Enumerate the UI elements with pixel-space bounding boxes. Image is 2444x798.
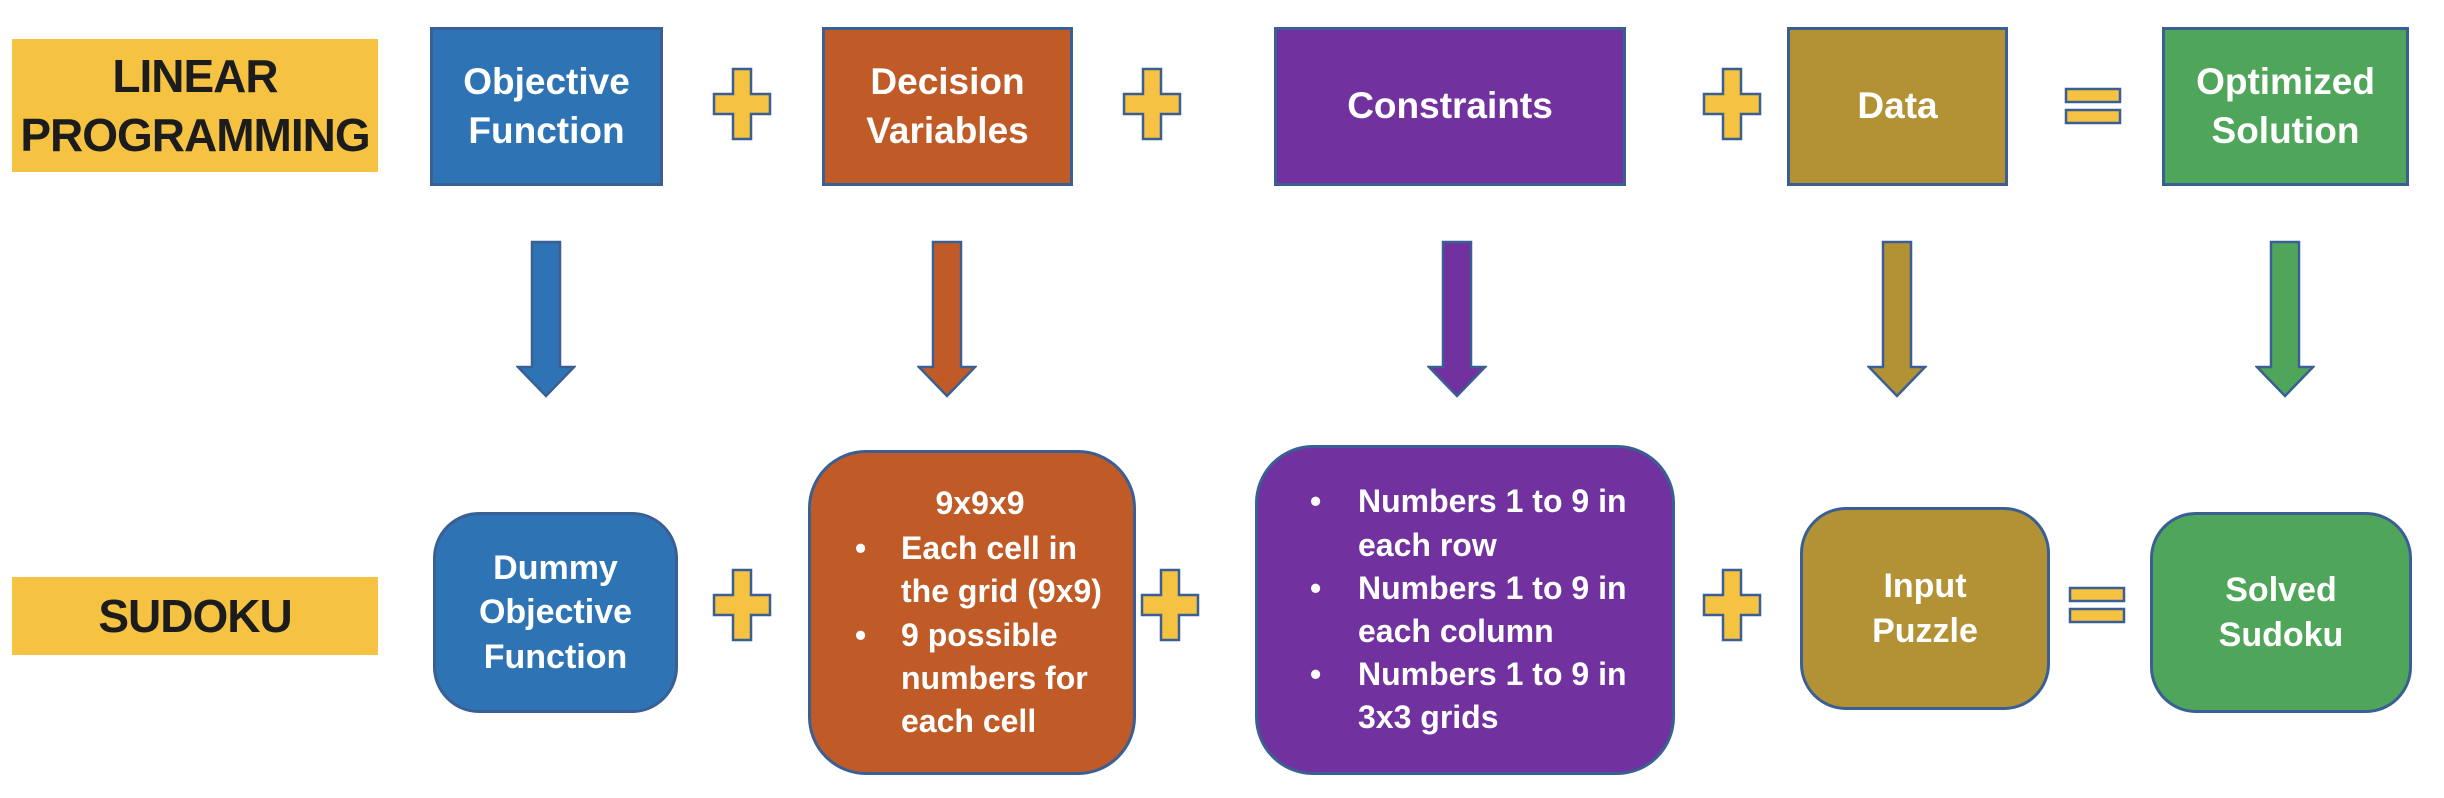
dummy-objective-function-box: Dummy Objective Function (433, 512, 678, 713)
equals-icon (2064, 87, 2122, 125)
list-item-text: 9 possible numbers for each cell (901, 616, 1088, 739)
optimized-solution-box: Optimized Solution (2162, 27, 2409, 186)
down-arrow-solution-icon (2255, 240, 2315, 398)
list-item: Numbers 1 to 9 in each column (1310, 567, 1644, 653)
data-label: Data (1857, 85, 1938, 127)
list-item-text: Numbers 1 to 9 in each column (1358, 569, 1627, 649)
solved-sudoku-box: Solved Sudoku (2150, 512, 2412, 713)
optimized-solution-label: Optimized Solution (2196, 61, 2375, 151)
sudoku-variables-heading: 9x9x9 (935, 484, 1025, 521)
list-item-text: Each cell in the grid (9x9) (901, 530, 1102, 610)
down-arrow-objective-icon (516, 240, 576, 398)
constraints-label: Constraints (1347, 85, 1553, 127)
down-arrow-constraints-icon (1427, 240, 1487, 398)
plus-icon (712, 568, 772, 642)
input-puzzle-box: Input Puzzle (1800, 507, 2050, 710)
sudoku-constraints-box: Numbers 1 to 9 in each row Numbers 1 to … (1255, 445, 1675, 775)
data-box: Data (1787, 27, 2008, 186)
plus-icon (712, 67, 772, 141)
plus-icon (1140, 568, 1200, 642)
list-item-text: Numbers 1 to 9 in 3x3 grids (1358, 656, 1627, 736)
input-puzzle-label: Input Puzzle (1872, 567, 1978, 650)
plus-icon (1702, 568, 1762, 642)
list-item-text: Numbers 1 to 9 in each row (1358, 483, 1627, 563)
plus-icon (1702, 67, 1762, 141)
solved-sudoku-label: Solved Sudoku (2218, 571, 2344, 654)
down-arrow-data-icon (1867, 240, 1927, 398)
list-item: Numbers 1 to 9 in 3x3 grids (1310, 653, 1644, 739)
equals-icon (2068, 586, 2126, 624)
constraints-box: Constraints (1274, 27, 1626, 186)
linear-programming-label-text: LINEAR PROGRAMMING (20, 49, 370, 161)
objective-function-label: Objective Function (463, 61, 630, 151)
decision-variables-label: Decision Variables (866, 61, 1029, 151)
decision-variables-box: Decision Variables (822, 27, 1073, 186)
list-item: 9 possible numbers for each cell (855, 614, 1105, 744)
dummy-objective-function-label: Dummy Objective Function (478, 549, 633, 676)
objective-function-box: Objective Function (430, 27, 663, 186)
list-item: Each cell in the grid (9x9) (855, 527, 1105, 613)
sudoku-label-text: SUDOKU (98, 589, 292, 642)
linear-programming-label: LINEAR PROGRAMMING (12, 39, 378, 172)
sudoku-variables-box: 9x9x9 Each cell in the grid (9x9) 9 poss… (808, 450, 1136, 775)
down-arrow-decision-icon (917, 240, 977, 398)
plus-icon (1122, 67, 1182, 141)
sudoku-label: SUDOKU (12, 577, 378, 655)
list-item: Numbers 1 to 9 in each row (1310, 480, 1644, 566)
